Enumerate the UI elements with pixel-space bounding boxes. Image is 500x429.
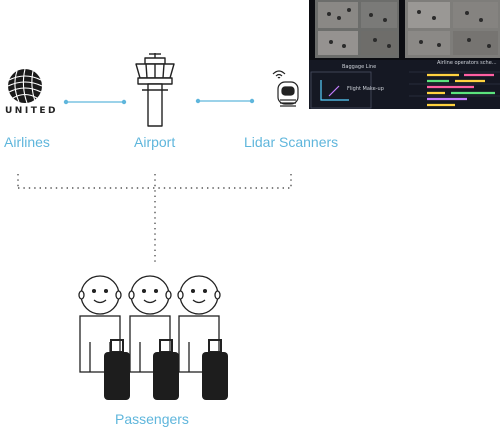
united-globe-icon [7,68,43,104]
passenger-icon [177,275,221,373]
suitcase-icon [153,339,179,400]
united-logo-text: UNITED [5,106,58,116]
passengers-group [78,272,238,402]
lidar-label: Lidar Scanners [244,134,339,150]
screen-schedule-title: Airline operators sche... [437,60,497,66]
control-room-screen-photo: Baggage Line Flight Make-up Airline oper… [309,0,500,109]
airport-lidar-connector [195,98,255,104]
control-tower-icon [135,53,175,127]
lidar-scanner-icon [272,70,299,107]
passenger-icon [128,275,172,373]
suitcase-icon [202,339,228,400]
screen-panel-title: Baggage Line [342,64,377,70]
airlines-node: UNITED [0,66,55,118]
suitcase-icon [104,339,130,400]
passengers-label: Passengers [115,411,189,427]
airlines-airport-connector [63,99,127,105]
airlines-label: Airlines [4,134,50,150]
dotted-connector-tree [17,174,292,265]
screen-panel-subtitle: Flight Make-up [347,86,384,92]
airport-label: Airport [134,134,176,150]
